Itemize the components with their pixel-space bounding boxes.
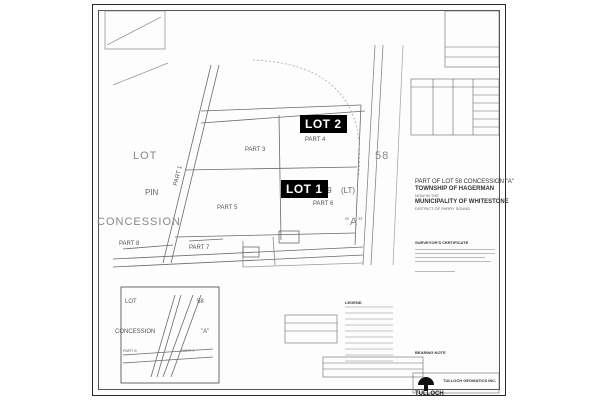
part-3-label: PART 3 xyxy=(245,147,266,153)
part-5-label: PART 5 xyxy=(217,205,238,211)
title-line-1: PART OF LOT 58 CONCESSION "A" xyxy=(415,179,514,185)
part-6-label: PART 6 xyxy=(313,201,334,207)
tulloch-logo xyxy=(415,377,437,391)
legend-heading: LEGEND xyxy=(345,300,362,305)
firm-full-name: TULLOCH GEOMATICS INC. xyxy=(443,378,497,383)
lot-label: LOT xyxy=(133,150,158,162)
lot-2-badge: LOT 2 xyxy=(300,115,347,133)
title-line-5: DISTRICT OF PARRY SOUND xyxy=(415,206,471,211)
detail-lot-number: 58 xyxy=(197,299,204,305)
firm-name: TULLOCH xyxy=(415,391,444,397)
detail-concession-label: CONCESSION xyxy=(115,329,156,335)
concession-label: CONCESSION xyxy=(97,216,181,228)
detail-part-8-label: PART 8 xyxy=(123,348,137,353)
detail-part-7-label: PART 7 xyxy=(181,348,195,353)
concession-a-label: "A" xyxy=(345,216,364,228)
sheet-border xyxy=(98,10,500,390)
lot-1-badge: LOT 1 xyxy=(281,180,328,198)
survey-plan-sheet: LOT 58 CONCESSION "A" PIN 52084-0739 (LT… xyxy=(92,4,514,397)
title-line-3: NOW IN THE xyxy=(415,193,439,198)
detail-concession-a: "A" xyxy=(201,329,210,335)
bearing-note-heading: BEARING NOTE xyxy=(415,350,446,355)
land-titles-label: (LT) xyxy=(341,186,356,195)
part-7-label: PART 7 xyxy=(189,245,210,251)
plan-linework xyxy=(104,10,500,394)
part-8-label: PART 8 xyxy=(119,241,140,247)
pin-label: PIN xyxy=(145,188,159,197)
title-line-2: TOWNSHIP OF HAGERMAN xyxy=(415,186,495,192)
detail-lot-label: LOT xyxy=(125,299,137,305)
title-line-4: MUNICIPALITY OF WHITESTONE xyxy=(415,199,509,205)
certificate-heading: SURVEYOR'S CERTIFICATE xyxy=(415,240,469,245)
part-4-label: PART 4 xyxy=(305,137,326,143)
lot-number: 58 xyxy=(375,150,390,162)
